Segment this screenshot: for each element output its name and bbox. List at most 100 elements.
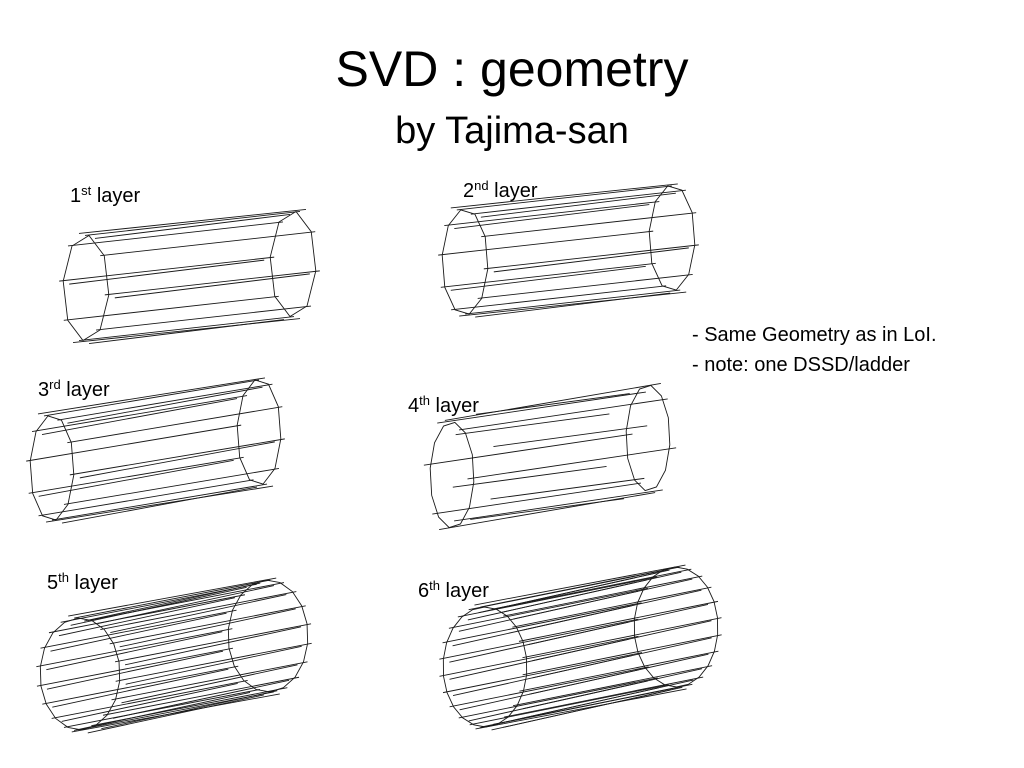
ladder-edge: [87, 582, 285, 622]
ladder-edge: [492, 568, 692, 610]
ladder-edge-inner: [46, 631, 223, 671]
ladder-edge: [51, 680, 248, 719]
ladder-edge-inner: [121, 664, 298, 704]
ladder-edge: [448, 587, 648, 629]
ladder-edge: [439, 635, 639, 677]
ladder-edge-inner: [61, 683, 238, 722]
ladder-edge: [48, 594, 246, 634]
ladder-edge: [438, 230, 654, 256]
ladder-edge-inner: [52, 668, 229, 708]
ladder-edge: [458, 677, 658, 719]
barrel-end-left: [29, 415, 75, 521]
ladder-edge-inner: [468, 680, 648, 722]
ladder-edge: [26, 424, 242, 462]
ladder-edge-inner: [73, 691, 251, 731]
ladder-edge-inner: [513, 578, 693, 620]
ladder-edge: [469, 684, 669, 726]
barrel-silhouette-bottom: [72, 318, 301, 344]
slide-title: SVD : geometry: [335, 41, 689, 97]
slide-subtitle: by Tajima-san: [395, 110, 629, 152]
ladder-edge: [442, 602, 642, 644]
ladder-edge: [503, 575, 703, 617]
ladder-edge: [43, 379, 260, 417]
ladder-edge-inner: [94, 214, 291, 239]
ladder-edge: [109, 605, 306, 645]
barrel-silhouette-bottom: [459, 291, 687, 317]
ladder-edge-inner: [452, 655, 633, 697]
ladder-edge: [477, 274, 693, 299]
ladder-edge: [114, 623, 312, 663]
barrel-silhouette-bottom: [475, 688, 687, 730]
ladder-edge: [69, 438, 285, 476]
layer-5-wireframe: [36, 577, 312, 734]
ladder-edge: [440, 262, 656, 288]
ladder-edge-inner: [454, 204, 650, 229]
ladder-edge: [115, 642, 312, 682]
ladder-edge-inner: [528, 603, 709, 645]
ladder-edge-inner: [69, 259, 265, 285]
ladder-edge: [439, 618, 639, 660]
ladder-edge: [40, 609, 237, 649]
ladder-edge: [519, 650, 719, 692]
barrel-end-left: [62, 234, 110, 342]
ladder-edge: [111, 661, 308, 701]
ladder-edge: [102, 676, 300, 716]
ladder-edge-inner: [491, 689, 671, 731]
barrel-silhouette-bottom: [45, 485, 274, 523]
barrel-silhouette-top: [474, 564, 686, 606]
ladder-edge-inner: [87, 694, 264, 734]
ladder-edge: [467, 447, 677, 480]
ladder-edge-inner: [125, 645, 302, 685]
ladder-edge-inner: [479, 687, 659, 729]
barrel-end-right: [633, 566, 719, 688]
ladder-edge: [504, 676, 704, 718]
ladder-edge: [63, 688, 261, 728]
barrel-end-left: [429, 421, 475, 529]
ladder-edge: [36, 647, 234, 687]
ladder-edge-inner: [119, 608, 296, 648]
barrel-end-right: [236, 379, 282, 485]
layer-6-wireframe: [439, 564, 722, 731]
layer-6-label: 6th layer: [418, 578, 489, 602]
barrel-silhouette-bottom: [439, 492, 656, 530]
ladder-edge-inner: [459, 669, 639, 711]
barrel-silhouette-top: [68, 577, 277, 617]
ladder-edge: [77, 691, 274, 731]
ladder-edge-inner: [58, 597, 236, 637]
ladder-edge: [28, 456, 244, 494]
layer-3-label: 3rd layer: [38, 377, 110, 401]
barrel-end-right: [625, 384, 671, 492]
ladder-edge-inner: [493, 247, 689, 273]
ladder-edge-inner: [124, 626, 302, 666]
ladder-edge: [74, 579, 271, 619]
ladder-edge-inner: [84, 582, 261, 622]
ladder-edge: [513, 665, 713, 707]
ladder-edge: [63, 468, 280, 505]
note-line: - Same Geometry as in LoI.: [692, 324, 937, 346]
layer-5-label: 5th layer: [47, 570, 118, 594]
ladder-edge: [36, 628, 233, 668]
layer-3-wireframe: [26, 377, 285, 524]
ladder-edge-inner: [522, 589, 702, 631]
notes: - Same Geometry as in LoI. - note: one D…: [692, 320, 937, 380]
ladder-edge: [38, 479, 254, 517]
ladder-edge: [490, 477, 645, 500]
note-line: - note: one DSSD/ladder: [692, 354, 910, 376]
barrel-end-right: [227, 579, 309, 693]
ladder-edge: [78, 316, 295, 342]
ladder-edge: [493, 425, 648, 447]
barrel-silhouette-top: [37, 377, 266, 415]
ladder-edge: [444, 201, 660, 226]
ladder-edge: [67, 406, 283, 444]
barrel-silhouette-top: [78, 208, 307, 234]
ladder-edge-inner: [70, 586, 247, 626]
ladder-edge: [100, 231, 316, 257]
ladder-edge: [67, 221, 284, 247]
ladder-edge: [423, 433, 633, 466]
ladder-edge-inner: [532, 620, 712, 662]
barrel-silhouette-top: [444, 383, 661, 421]
ladder-edge: [31, 395, 248, 432]
ladder-edge-inner: [46, 650, 224, 690]
ladder-edge: [95, 305, 312, 331]
